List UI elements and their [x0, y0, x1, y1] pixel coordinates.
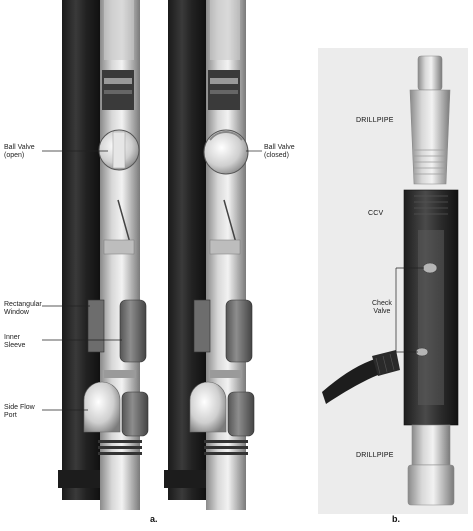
caption-b: b.	[392, 514, 400, 524]
panel-b-ccv	[318, 48, 468, 514]
label-ball-valve-closed: Ball Valve (closed)	[264, 144, 295, 159]
pipe-collar-left	[58, 470, 106, 488]
label-drillpipe-top: DRILLPIPE	[356, 117, 394, 124]
label-rectangular-window: Rectangular Window	[4, 301, 42, 316]
drillpipe-bottom	[411, 424, 451, 466]
label-ball-valve-open: Ball Valve (open)	[4, 144, 35, 159]
tool-left-open	[58, 0, 149, 510]
ball-valve-closed	[203, 129, 249, 175]
check-valve-upper	[422, 262, 438, 274]
hose	[322, 356, 392, 404]
label-side-flow-port: Side Flow Port	[4, 404, 35, 419]
label-check-valve: Check Valve	[372, 300, 392, 315]
label-inner-sleeve: Inner Sleeve	[4, 334, 26, 349]
drillpipe-top	[417, 55, 443, 91]
caption-a: a.	[150, 514, 158, 524]
side-flow-port-left	[83, 381, 121, 433]
tool-right-closed	[164, 0, 255, 510]
label-ccv: CCV	[368, 210, 384, 217]
inner-sleeve-left	[119, 299, 147, 363]
label-drillpipe-bottom: DRILLPIPE	[356, 452, 394, 459]
rectangular-window-left	[87, 299, 105, 353]
